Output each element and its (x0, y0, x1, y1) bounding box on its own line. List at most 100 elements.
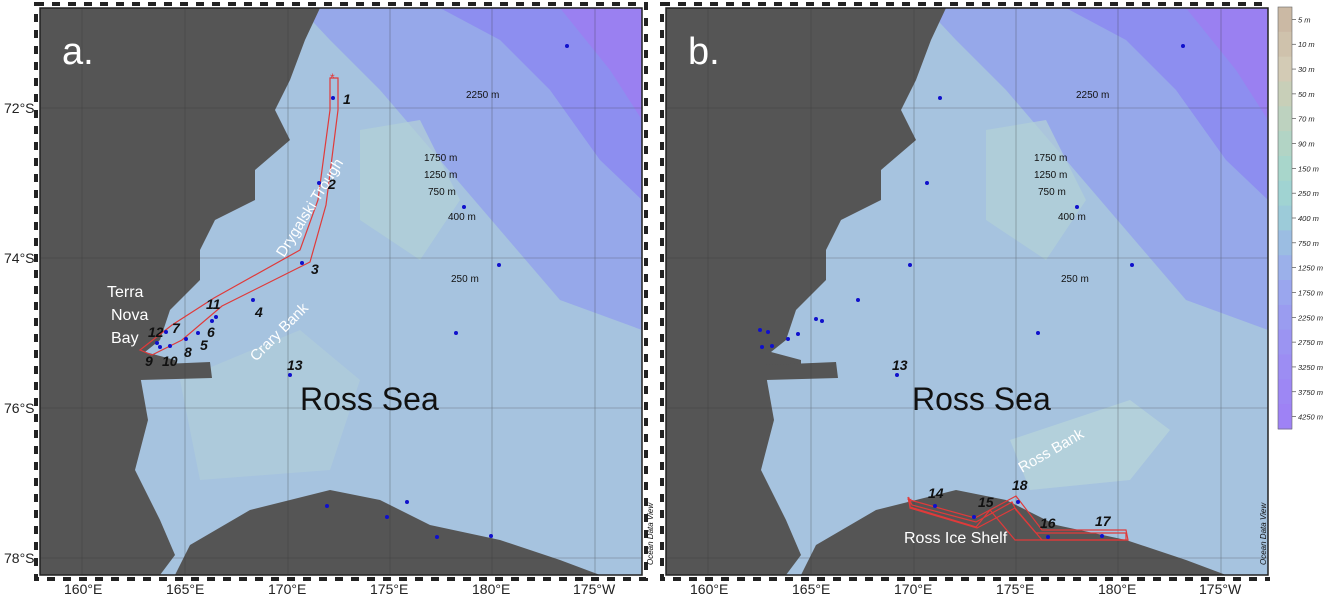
station-number: 11 (206, 296, 221, 312)
map-area-a: * (40, 8, 642, 575)
station-number: 16 (1040, 515, 1056, 531)
lon-label: 180°E (1098, 581, 1136, 597)
deeper-water (440, 8, 642, 200)
lon-label: 180°E (472, 581, 510, 597)
feature-label-bay: Terra (107, 284, 144, 301)
legend-label: 5 m (1298, 15, 1311, 24)
lat-label: 72°S (4, 100, 35, 116)
station-number: 15 (978, 494, 994, 510)
legend-swatch (1278, 31, 1292, 58)
legend-label: 400 m (1298, 214, 1319, 223)
legend-label: 10 m (1298, 40, 1315, 49)
legend-swatch (1278, 205, 1292, 231)
shallow-area (180, 330, 360, 480)
feature-label-shelf: Ross Ice Shelf (904, 530, 1008, 547)
deeper-water (1066, 8, 1268, 200)
ross-ice-shelf (175, 490, 600, 575)
cruise-track-b-outline (909, 495, 1129, 541)
legend-label: 4250 m (1298, 413, 1323, 422)
credit-label: Ocean Data View (1259, 502, 1268, 565)
station-number: 1 (343, 91, 351, 107)
station-number: 6 (207, 324, 215, 340)
station-number: 10 (162, 353, 178, 369)
station-number: 17 (1095, 513, 1112, 529)
station-number: 18 (1012, 477, 1028, 493)
feature-label-bay: Nova (111, 307, 148, 324)
legend-label: 50 m (1298, 90, 1315, 99)
drygalski-ice-tongue (140, 362, 212, 380)
lon-label: 175°W (1199, 581, 1242, 597)
legend-swatch (1278, 230, 1292, 256)
station-number: 9 (145, 353, 153, 369)
map-frame-b (665, 7, 1269, 576)
drygalski-ice-tongue (766, 362, 838, 380)
depth-label: 1250 m (424, 170, 457, 181)
depth-label: 250 m (1061, 274, 1089, 285)
depth-label: 1250 m (1034, 170, 1067, 181)
track-start-marker: * (330, 71, 335, 85)
legend-swatch (1278, 304, 1292, 331)
legend-label: 2250 m (1297, 313, 1323, 322)
lon-label: 170°E (894, 581, 932, 597)
land-victoria-land (666, 8, 946, 575)
depth-label: 750 m (1038, 187, 1066, 198)
station-number: 13 (287, 357, 303, 373)
depth-label: 2250 m (1076, 90, 1109, 101)
graticule (40, 8, 642, 575)
depth-label: 250 m (451, 274, 479, 285)
legend-swatch (1278, 81, 1292, 107)
ross-ice-shelf (801, 490, 1226, 575)
depth-label: 1750 m (424, 153, 457, 164)
station-number: 14 (928, 485, 944, 501)
lon-label: 170°E (268, 581, 306, 597)
legend-swatch (1278, 280, 1292, 306)
sea-label: Ross Sea (300, 381, 439, 417)
map-frame-a (39, 7, 643, 576)
lon-label: 165°E (792, 581, 830, 597)
station-number: 4 (254, 304, 263, 320)
legend-swatch (1278, 7, 1292, 33)
map-area-b: * (666, 8, 1268, 575)
legend-swatch (1278, 354, 1292, 380)
stations-a (155, 44, 569, 539)
depth-label: 400 m (448, 212, 476, 223)
legend-label: 2750 m (1297, 338, 1323, 347)
map-panel-b: * 160°E 165°E 170°E 175°E 180°E 175°W b.… (660, 2, 1270, 597)
legend-label: 3250 m (1298, 363, 1323, 372)
sea-label: Ross Sea (912, 381, 1051, 417)
legend-swatch (1278, 329, 1292, 356)
track-start-marker: * (907, 495, 912, 509)
legend-label: 3750 m (1298, 388, 1323, 397)
lat-label: 76°S (4, 400, 35, 416)
station-number: 3 (311, 261, 319, 277)
legend-swatch (1278, 131, 1292, 157)
legend-label: 1250 m (1298, 264, 1323, 273)
station-number: 13 (892, 357, 908, 373)
stations-b (758, 44, 1185, 539)
ross-bank-shallow (1010, 400, 1170, 490)
deepest-water (1186, 8, 1268, 120)
lon-label: 160°E (690, 581, 728, 597)
depth-label: 1750 m (1034, 153, 1067, 164)
credit-label: Ocean Data View (646, 502, 655, 565)
legend-swatch (1278, 379, 1292, 405)
legend-frame (1277, 6, 1293, 430)
station-number: 8 (184, 344, 192, 360)
legend-swatch (1278, 106, 1292, 132)
shallow-bank (986, 120, 1086, 260)
legend-label: 70 m (1298, 115, 1315, 124)
depth-label: 750 m (428, 187, 456, 198)
station-number: 12 (148, 324, 164, 340)
lon-label: 175°E (996, 581, 1034, 597)
station-number: 2 (327, 176, 336, 192)
legend-label: 1750 m (1298, 288, 1323, 297)
station-number: 5 (200, 337, 208, 353)
legend-label: 30 m (1298, 65, 1315, 74)
lon-label: 160°E (64, 581, 102, 597)
shallow-bank (360, 120, 460, 260)
legend-swatch (1278, 404, 1292, 430)
lon-label: 175°E (370, 581, 408, 597)
lat-label: 74°S (4, 250, 35, 266)
